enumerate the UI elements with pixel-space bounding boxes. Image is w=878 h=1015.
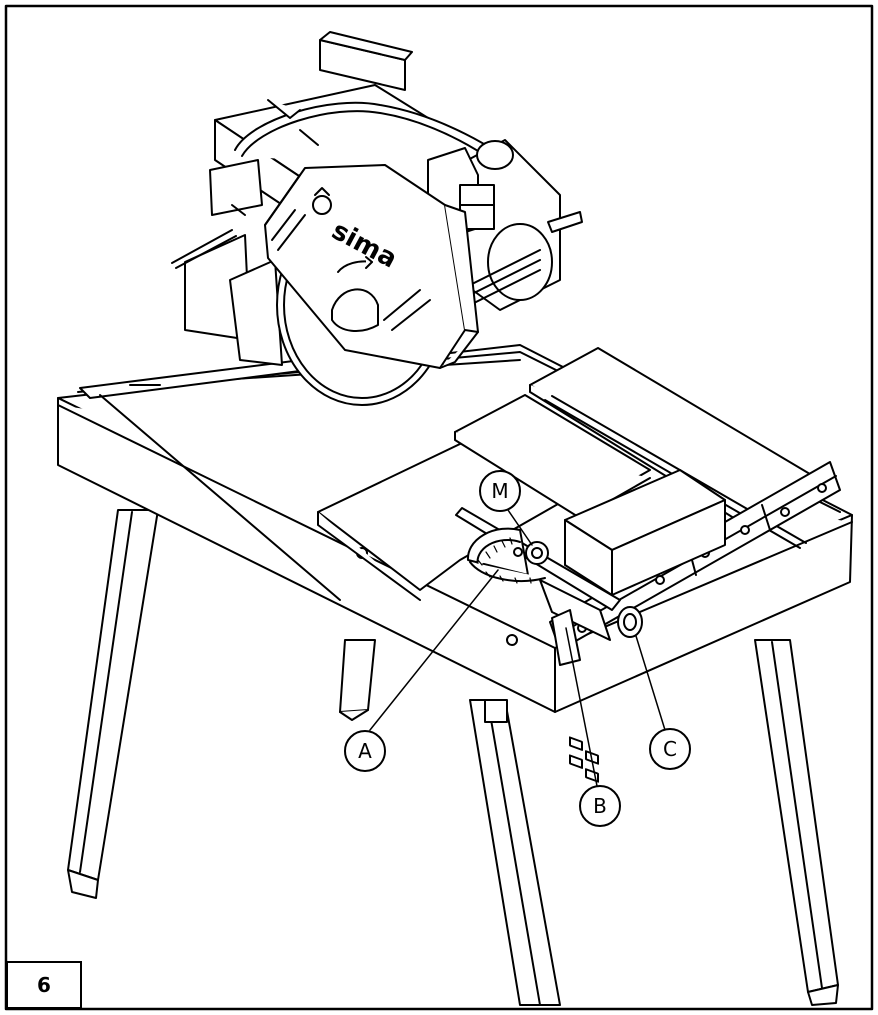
callout-c: C [649, 728, 691, 770]
callout-b: B [579, 785, 621, 827]
callout-c-label: C [663, 737, 677, 761]
callout-a-label: A [358, 739, 372, 763]
legs [67, 509, 839, 1006]
leader-lines [369, 509, 666, 787]
mitre-guide [455, 507, 643, 666]
figure-number: 6 [37, 973, 51, 997]
tile-block [564, 469, 726, 783]
callout-m-label: M [491, 479, 508, 503]
leg-front-left [67, 509, 159, 881]
page-border [4, 4, 874, 1011]
cutting-head [171, 31, 583, 406]
leg-front-center [469, 699, 561, 1006]
callout-m: M [479, 470, 521, 512]
leg-back-left [339, 639, 376, 713]
sliding-table [317, 347, 821, 601]
callout-a: A [344, 730, 386, 772]
figure-number-box: 6 [6, 961, 82, 1009]
callout-b-label: B [593, 794, 607, 818]
